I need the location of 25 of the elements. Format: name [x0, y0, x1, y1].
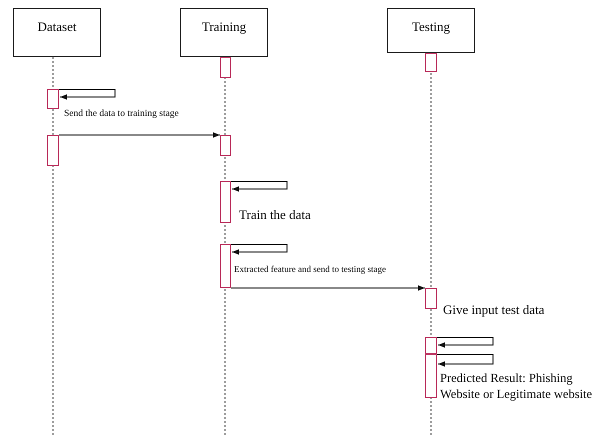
activation-bar: [220, 57, 231, 78]
lifeline-header: [180, 8, 268, 57]
lifeline-header: [13, 8, 101, 57]
activation-bar: [425, 53, 437, 72]
lifeline-title: Testing: [412, 19, 450, 35]
message-arrow: [230, 181, 288, 192]
message-arrow: [58, 132, 220, 138]
lifeline-title: Training: [202, 19, 246, 35]
activation-bar: [220, 135, 231, 156]
message-arrow: [436, 337, 494, 348]
lifeline-title: Dataset: [38, 19, 76, 35]
message-arrow: [58, 89, 116, 100]
activation-bar: [47, 135, 59, 166]
message-note: Predicted Result: Phishing Website or Legitimate website: [440, 371, 594, 402]
activation-bar: [425, 337, 437, 354]
message-note: Give input test data: [443, 302, 546, 318]
message-arrow: [230, 285, 426, 291]
edge-label: Extracted feature and send to testing stage: [233, 264, 387, 274]
message-arrow: [436, 354, 494, 367]
lifeline-header: [387, 8, 475, 53]
activation-bar: [47, 89, 59, 109]
activation-bar: [220, 244, 231, 288]
edge-label: Send the data to training stage: [63, 109, 180, 119]
message-note: Train the data: [239, 207, 312, 224]
message-arrow: [230, 244, 288, 255]
